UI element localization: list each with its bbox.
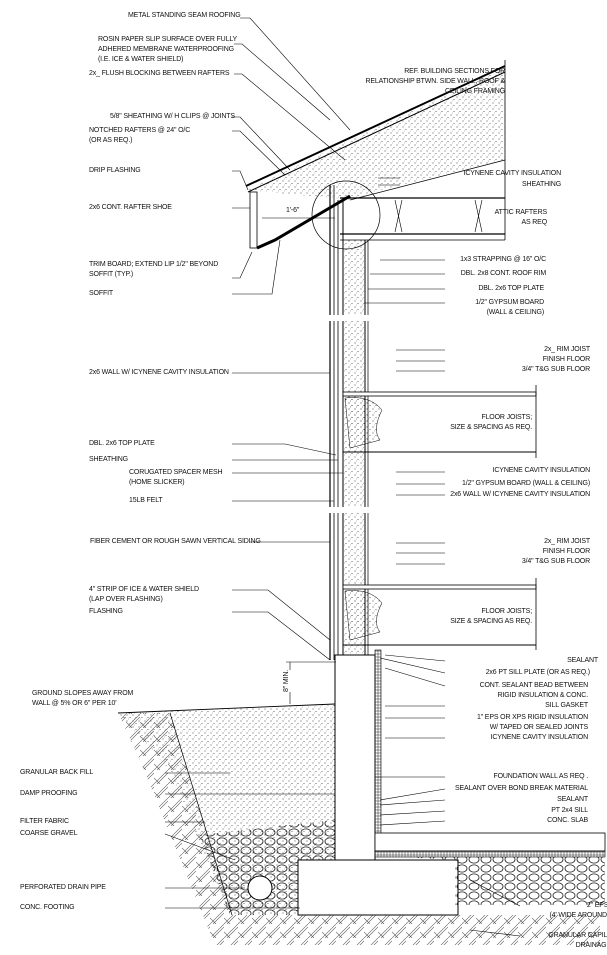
label-rosin-paper: ROSIN PAPER SLIP SURFACE OVER FULLY ADHE… [98, 36, 238, 63]
floor-framing [342, 385, 537, 650]
label-flush-blocking: 2x_ FLUSH BLOCKING BETWEEN RAFTERS [89, 70, 230, 77]
label-mid-insulation: ICYNENE CAVITY INSULATION [492, 467, 591, 474]
exterior-wall [318, 185, 372, 660]
label-base-insulation: ICYNENE CAVITY INSULATION [490, 734, 589, 741]
label-attic-rafters: ATTIC RAFTERS AS REQ [494, 209, 548, 226]
attic-framing [340, 197, 505, 241]
label-spacer-mesh: CORUGATED SPACER MESH (HOME SLICKER) [129, 469, 223, 486]
label-floor1-joists: FLOOR JOISTS; SIZE & SPACING AS REQ. [450, 414, 532, 431]
roof-assembly [245, 60, 506, 250]
label-sill-plate: 2x6 PT SILL PLATE (OR AS REQ.) [485, 669, 590, 676]
label-slab: CONC. SLAB [547, 817, 588, 824]
label-floor2-joists: FLOOR JOISTS; SIZE & SPACING AS REQ. [450, 608, 532, 625]
label-floor1-stack: 2x_ RIM JOIST FINISH FLOOR 3/4" T&G SUB … [521, 346, 590, 373]
label-notched-rafters: NOTCHED RAFTERS @ 24" O/C (OR AS REQ.) [89, 127, 191, 144]
label-roof-sheathing: SHEATHING [522, 181, 561, 188]
label-sealant-top: SEALANT [567, 657, 598, 664]
label-sealant-low: SEALANT [557, 796, 588, 803]
label-rafter-shoe: 2x6 CONT. RAFTER SHOE [89, 204, 172, 211]
label-sheathing: SHEATHING [89, 456, 128, 463]
label-damp-proofing: DAMP PROOFING [20, 790, 78, 797]
label-floor2-stack: 2x_ RIM JOIST FINISH FLOOR 3/4" T&G SUB … [521, 538, 590, 565]
label-roof-insulation: ICYNENE CAVITY INSULATION [463, 170, 562, 177]
label-sheathing-clips: 5/8" SHEATHING W/ H CLIPS @ JOINTS [110, 113, 235, 120]
label-mid-wall: 2x6 WALL W/ ICYNENE CAVITY INSULATION [450, 491, 590, 498]
label-foundation-wall: FOUNDATION WALL AS REQ . [493, 773, 588, 780]
label-capillary: GRANULAR CAPILL DRAINAGE [548, 932, 607, 949]
label-mid-gypsum: 1/2" GYPSUM BOARD (WALL & CEILING) [462, 480, 590, 487]
label-siding: FIBER CEMENT OR ROUGH SAWN VERTICAL SIDI… [90, 538, 261, 545]
label-pt-sill: PT 2x4 SILL [551, 807, 588, 814]
label-drain-pipe: PERFORATED DRAIN PIPE [20, 884, 106, 891]
label-wall-insulation: 2x6 WALL W/ ICYNENE CAVITY INSULATION [89, 369, 229, 376]
label-trim-board: TRIM BOARD; EXTEND LIP 1/2" BEYOND SOFFI… [89, 261, 219, 278]
label-sill-gasket: SILL GASKET [545, 702, 588, 709]
label-coarse-gravel: COARSE GRAVEL [20, 830, 78, 837]
label-ice-strip: 4" STRIP OF ICE & WATER SHIELD (LAP OVER… [89, 586, 199, 603]
label-filter-fabric: FILTER FABRIC [20, 818, 69, 825]
label-top-plate-right: DBL. 2x6 TOP PLATE [478, 285, 544, 292]
label-gypsum-top: 1/2" GYPSUM BOARD (WALL & CEILING) [475, 299, 544, 316]
label-strapping: 1x3 STRAPPING @ 16" O/C [460, 256, 546, 263]
label-rigid-insulation: 1" EPS OR XPS RIGID INSULATION W/ TAPED … [476, 714, 588, 731]
label-ground-slopes: GROUND SLOPES AWAY FROM WALL @ 5% OR 6" … [32, 690, 134, 707]
label-drip-flashing: DRIP FLASHING [89, 167, 141, 174]
label-top-plate: DBL. 2x6 TOP PLATE [89, 440, 155, 447]
label-soffit: SOFFIT [89, 290, 113, 297]
label-footing: CONC. FOOTING [20, 904, 75, 911]
foundation [117, 649, 606, 945]
leader-lines [164, 17, 521, 937]
label-roof-rim: DBL. 2x8 CONT. ROOF RIM [460, 270, 546, 277]
label-flashing: FLASHING [89, 608, 123, 615]
dimension-overhang: 1'-6" [286, 206, 300, 216]
label-backfill: GRANULAR BACK FILL [20, 769, 94, 776]
dimension-min-height: 8" MIN. [282, 669, 293, 693]
label-sealant-bead: CONT. SEALANT BEAD BETWEEN RIGID INSULAT… [479, 682, 589, 699]
label-eps-under-slab: 2" EPS R (4' WIDE AROUND SI [549, 902, 607, 919]
label-ref-sections: REF. BUILDING SECTIONS FOR RELATIONSHIP … [365, 68, 505, 95]
label-metal-standing-seam-roofing: METAL STANDING SEAM ROOFING [128, 12, 241, 19]
label-bond-break: SEALANT OVER BOND BREAK MATERIAL [454, 785, 588, 792]
label-felt: 15LB FELT [129, 497, 163, 504]
